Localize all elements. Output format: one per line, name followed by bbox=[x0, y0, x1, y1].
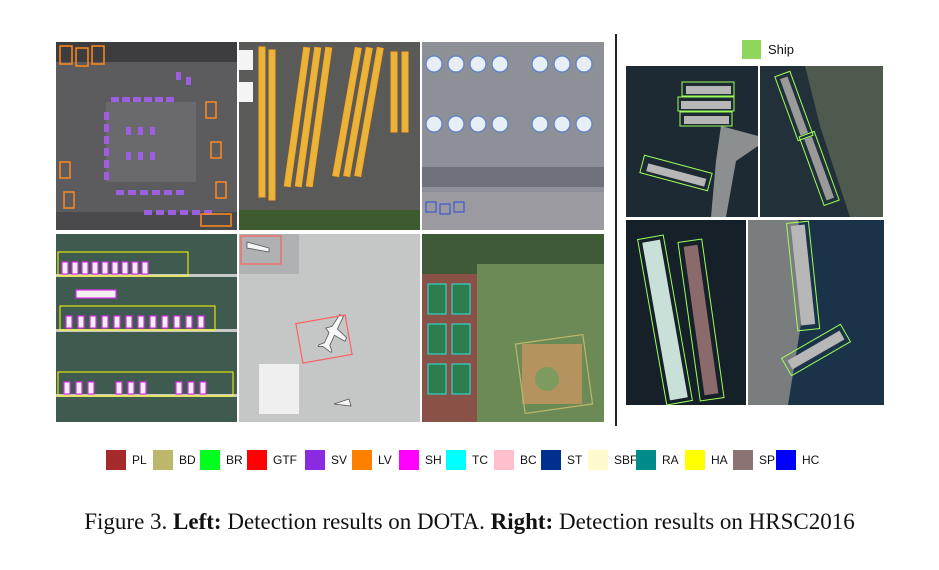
legend-swatch bbox=[636, 450, 656, 470]
dota-tile-harbor bbox=[56, 234, 237, 422]
legend-label: HA bbox=[711, 453, 728, 467]
caption-left-text: Detection results on DOTA. bbox=[221, 509, 491, 534]
legend-label: TC bbox=[472, 453, 488, 467]
hrsc-tile-pier bbox=[748, 220, 884, 405]
legend-item-tc: TC bbox=[446, 450, 488, 470]
hrsc-tile-dock bbox=[626, 66, 758, 217]
legend-swatch bbox=[399, 450, 419, 470]
legend-item-br: BR bbox=[200, 450, 243, 470]
legend-item-ra: RA bbox=[636, 450, 679, 470]
hrsc-tile-coast bbox=[760, 66, 883, 217]
dota-tile-parking-lot bbox=[56, 42, 237, 230]
legend-label: SV bbox=[331, 453, 348, 467]
legend-item-gtf: GTF bbox=[247, 450, 297, 470]
legend-label: BD bbox=[179, 453, 196, 467]
legend-label: SH bbox=[425, 453, 442, 467]
legend-item-lv: LV bbox=[352, 450, 392, 470]
legend-item-sp: SP bbox=[733, 450, 775, 470]
pier-ships-image bbox=[748, 220, 884, 405]
caption-right-text: Detection results on HRSC2016 bbox=[553, 509, 855, 534]
coast-ships-image bbox=[760, 66, 883, 217]
airport-image bbox=[239, 234, 420, 422]
tanker-ships-image bbox=[626, 220, 746, 405]
legend-item-sv: SV bbox=[305, 450, 347, 470]
hrsc-tile-tankers bbox=[626, 220, 746, 405]
legend-item-ha: HA bbox=[685, 450, 728, 470]
legend-label: PL bbox=[132, 453, 147, 467]
legend-swatch bbox=[733, 450, 753, 470]
legend-swatch bbox=[305, 450, 325, 470]
legend-label: BR bbox=[226, 453, 243, 467]
dota-tile-storage-tanks bbox=[422, 42, 604, 230]
ship-legend-label: Ship bbox=[768, 42, 795, 57]
parking-lot-image bbox=[56, 42, 237, 230]
sports-fields-image bbox=[422, 234, 604, 422]
legend-swatch bbox=[776, 450, 796, 470]
ship-legend: Ship bbox=[742, 40, 794, 59]
legend-swatch bbox=[352, 450, 372, 470]
legend-item-bd: BD bbox=[153, 450, 196, 470]
legend-label: GTF bbox=[273, 453, 297, 467]
legend-label: SP bbox=[759, 453, 776, 467]
figure-caption: Figure 3. Left: Detection results on DOT… bbox=[0, 509, 939, 535]
caption-left-label: Left: bbox=[173, 509, 222, 534]
caption-prefix: Figure 3. bbox=[84, 509, 174, 534]
caption-right-label: Right: bbox=[490, 509, 554, 534]
legend-swatch bbox=[541, 450, 561, 470]
legend-label: SBF bbox=[614, 453, 638, 467]
dota-tile-sports bbox=[422, 234, 604, 422]
legend-swatch bbox=[200, 450, 220, 470]
legend-swatch bbox=[106, 450, 126, 470]
bus-depot-image bbox=[239, 42, 420, 230]
legend-swatch bbox=[494, 450, 514, 470]
harbor-image bbox=[56, 234, 237, 422]
legend-item-hc: HC bbox=[776, 450, 819, 470]
dota-tile-airport bbox=[239, 234, 420, 422]
legend-item-pl: PL bbox=[106, 450, 147, 470]
legend-swatch bbox=[247, 450, 267, 470]
legend-swatch bbox=[446, 450, 466, 470]
legend-label: HC bbox=[802, 453, 820, 467]
legend-item-bc: BC bbox=[494, 450, 537, 470]
legend-item-sbf: SBF bbox=[588, 450, 637, 470]
legend-item-sh: SH bbox=[399, 450, 442, 470]
legend-swatch bbox=[685, 450, 705, 470]
legend-swatch bbox=[588, 450, 608, 470]
legend-label: BC bbox=[520, 453, 537, 467]
legend-label: RA bbox=[662, 453, 679, 467]
dota-tile-bus-depot bbox=[239, 42, 420, 230]
legend-item-st: ST bbox=[541, 450, 582, 470]
ship-legend-swatch bbox=[742, 40, 761, 59]
dock-ships-image bbox=[626, 66, 758, 217]
storage-tanks-image bbox=[422, 42, 604, 230]
legend-swatch bbox=[153, 450, 173, 470]
legend-label: LV bbox=[378, 453, 392, 467]
panel-divider bbox=[615, 34, 617, 426]
legend-label: ST bbox=[567, 453, 583, 467]
